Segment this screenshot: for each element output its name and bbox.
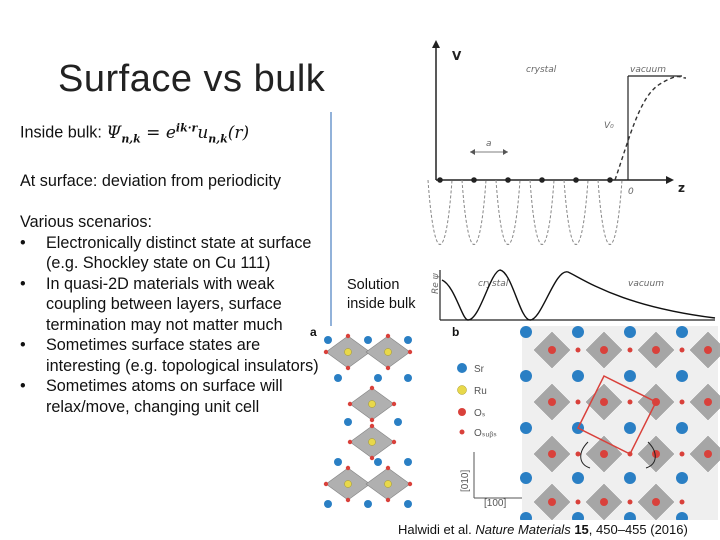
bullet-inside-bulk: Inside bulk: Ψn,k = eik·run,k(r) <box>20 118 325 150</box>
citation-journal: Nature Materials <box>475 522 571 537</box>
axis-v-label: V <box>452 49 462 63</box>
label-vacuum: vacuum <box>630 65 666 75</box>
legend-sr-dot <box>457 363 467 373</box>
o-atoms <box>548 346 712 506</box>
rotation-arrow-left <box>580 441 591 469</box>
citation: Halwidi et al. Nature Materials 15, 450–… <box>398 522 688 537</box>
potential-wavefunction-figure: V z crystal vacuum V₀ a 0 <box>330 40 716 326</box>
rotation-arrow-right <box>645 441 656 469</box>
citation-authors: Halwidi et al. <box>398 522 472 537</box>
legend-ru-dot <box>457 385 467 395</box>
smooth-potential <box>614 75 687 181</box>
scenario-item: In quasi-2D materials with weak coupling… <box>20 274 325 336</box>
label-vacuum-2: vacuum <box>628 279 664 289</box>
legend-osubs: Oₛᵤᵦₛ <box>474 428 497 439</box>
slide-title: Surface vs bulk <box>58 58 326 100</box>
label-a: a <box>486 139 492 149</box>
inside-bulk-label: Inside bulk: <box>20 123 102 142</box>
legend-os-dot <box>458 408 466 416</box>
top-view-lattice <box>520 326 720 520</box>
periodic-wells <box>427 179 623 245</box>
overlay-line-2: inside bulk <box>347 296 416 312</box>
surface-unit-cell <box>576 374 658 456</box>
scenario-item: Electronically distinct state at surface… <box>20 233 325 274</box>
panel-a-label: a <box>310 325 317 339</box>
ion-cores <box>437 177 613 183</box>
label-v0: V₀ <box>604 121 614 131</box>
axis-100-label: [100] <box>484 498 506 509</box>
legend-osubs-dot <box>459 429 465 435</box>
citation-volume: 15 <box>574 522 589 537</box>
overlay-line-1: Solution <box>347 277 400 293</box>
citation-pages: , 450–455 (2016) <box>588 522 688 537</box>
bullet-at-surface: At surface: deviation from periodicity <box>20 171 281 190</box>
label-zero: 0 <box>628 187 634 197</box>
label-psi: Re ψ <box>431 272 441 294</box>
lattice-arrow-left <box>470 149 475 155</box>
legend-os: Oₛ <box>474 408 486 419</box>
scenario-item: Sometimes surface states are interesting… <box>20 335 325 376</box>
z-axis-arrow <box>666 176 674 184</box>
lattice-arrow-right <box>503 149 508 155</box>
scenario-item: Sometimes atoms on surface will relax/mo… <box>20 376 325 417</box>
legend-sr: Sr <box>474 364 485 375</box>
axis-010-label: [010] <box>460 470 471 492</box>
label-crystal: crystal <box>526 65 557 75</box>
bloch-equation: Ψn,k = eik·run,k(r) <box>106 121 250 146</box>
side-view-structure <box>323 333 413 508</box>
crystal-structure-figure: a b <box>310 325 720 520</box>
panel-b-label: b <box>452 325 459 339</box>
solution-inside-bulk-label: Solution inside bulk <box>347 276 416 314</box>
label-crystal-2: crystal <box>478 279 509 289</box>
wavefunction-curve <box>441 269 716 321</box>
various-heading: Various scenarios: <box>20 213 152 232</box>
atom-legend: Sr Ru Oₛ Oₛᵤᵦₛ <box>457 363 497 439</box>
sr-atoms <box>520 326 688 520</box>
v-axis-arrow <box>432 40 440 48</box>
bullet-list: Inside bulk: Ψn,k = eik·run,k(r) At surf… <box>20 118 325 417</box>
axis-z-label: z <box>678 181 685 195</box>
legend-ru: Ru <box>474 386 487 397</box>
